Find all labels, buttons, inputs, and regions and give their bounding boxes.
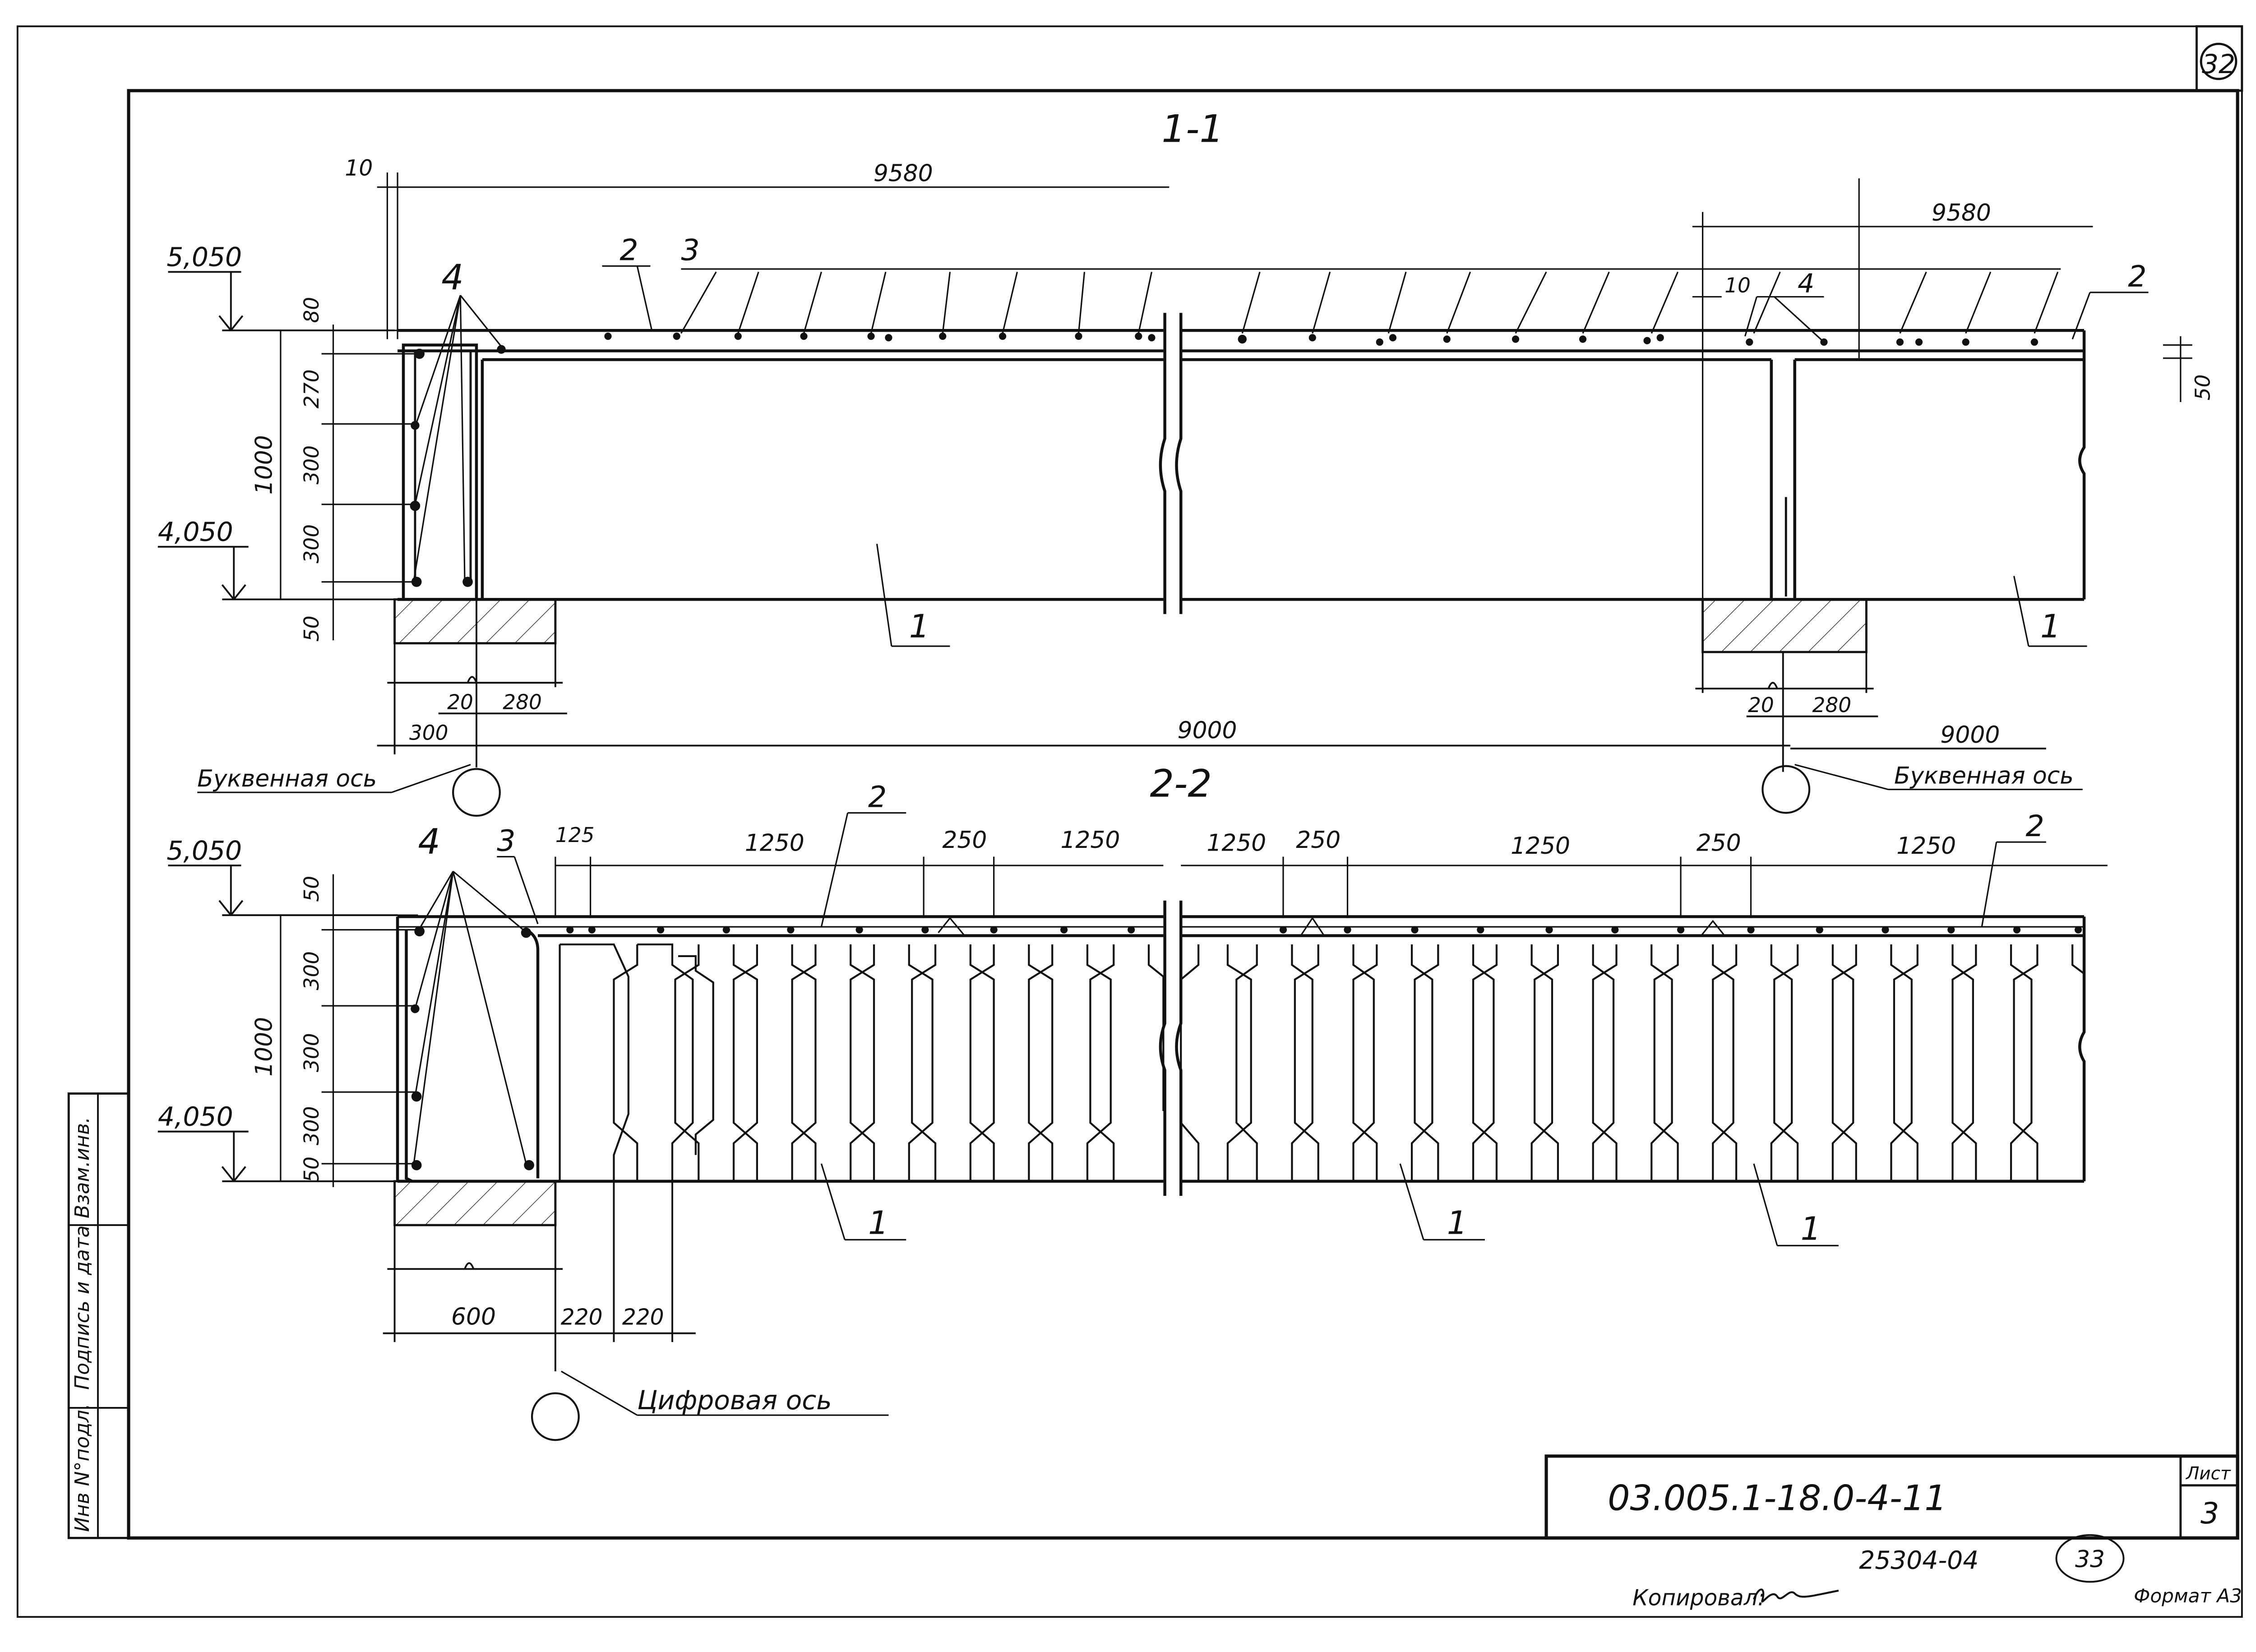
sheet-frame (16, 25, 2243, 1618)
level-4050: 4,050 (158, 517, 233, 547)
support-left (393, 598, 557, 644)
letter-axis-right-marker (1761, 765, 1811, 814)
callout-1-left: 1 (909, 608, 929, 645)
dim-250-a: 250 (942, 827, 987, 854)
digital-axis-label: Цифровая ось (637, 1385, 832, 1416)
section-2-2-title: 2-2 (1150, 762, 1212, 806)
callout-2-left-2: 2 (868, 780, 887, 814)
copied-by-label: Копировал: (1632, 1585, 1765, 1610)
callout-4-2: 4 (418, 822, 440, 862)
drawing-code: 03.005.1-18.0-4-11 (1608, 1478, 1947, 1519)
dim-9580-right: 9580 (1932, 199, 1991, 227)
dim-9580-left: 9580 (874, 160, 933, 187)
digital-axis-marker (531, 1392, 580, 1441)
dim-1250-e: 1250 (1896, 833, 1956, 860)
letter-axis-right-label: Буквенная ось (1894, 763, 2074, 790)
dim-1250-b: 1250 (1060, 827, 1120, 854)
sheet-format: Формат А3 (2134, 1585, 2242, 1607)
dim-220-b: 220 (622, 1305, 664, 1330)
rebar-dots-2-2 (411, 926, 2082, 1171)
dim-125: 125 (555, 823, 595, 847)
dim-300-b-2: 300 (300, 1033, 324, 1072)
dim-1250-a: 1250 (745, 830, 804, 857)
title-block (1544, 1454, 2239, 1540)
dim-9000-left: 9000 (1178, 717, 1237, 744)
dim-280-right: 280 (1812, 693, 1852, 717)
support-2-2 (393, 1180, 557, 1226)
inventory-circle-number: 33 (2075, 1546, 2105, 1573)
dim-250-c: 250 (1697, 830, 1741, 857)
callout-1-c: 1 (1801, 1210, 1821, 1247)
dim-300-a: 300 (300, 445, 324, 485)
callout-3: 3 (681, 234, 699, 268)
section-1-1: 1-1 10 9580 9580 10 5,050 4,050 (157, 106, 2215, 817)
callout-1-b: 1 (1447, 1204, 1467, 1241)
list-number: 3 (2201, 1497, 2219, 1531)
dim-10-right: 10 (1724, 273, 1751, 297)
dim-1250-d: 1250 (1511, 833, 1570, 860)
corner-number-circle (2200, 42, 2238, 80)
callout-4-right: 4 (1798, 268, 1814, 299)
dim-1250-c: 1250 (1207, 830, 1266, 857)
callout-3-2: 3 (497, 824, 515, 858)
dim-20-right: 20 (1748, 693, 1774, 717)
copier-signature (1753, 1588, 1839, 1603)
level-4050-2: 4,050 (158, 1101, 233, 1132)
dim-300-c-2: 300 (300, 1106, 324, 1145)
section-2-2: 2-2 5,050 4,050 1000 50 300 300 3 (157, 762, 2108, 1441)
dim-50-right: 50 (2191, 375, 2215, 401)
inventory-circle (2055, 1534, 2125, 1583)
dim-220-a: 220 (561, 1305, 603, 1330)
dim-1000: 1000 (250, 435, 277, 495)
dim-50: 50 (300, 615, 324, 642)
dim-80: 80 (300, 297, 324, 323)
dim-300-a-2: 300 (300, 951, 324, 990)
callout-2-left: 2 (619, 234, 638, 268)
dim-10-left: 10 (345, 156, 373, 181)
dim-1000-2: 1000 (250, 1017, 277, 1077)
callout-1-a: 1 (868, 1204, 888, 1241)
corner-number: 32 (2202, 49, 2235, 79)
dim-50-top-2: 50 (300, 876, 324, 902)
stamp-replace-inv: Взам.инв. (71, 1116, 94, 1218)
callout-4-left: 4 (441, 257, 463, 298)
list-label: Лист (2185, 1464, 2231, 1484)
support-right (1701, 598, 1868, 653)
level-5050-2: 5,050 (166, 835, 242, 866)
letter-axis-left-label: Буквенная ось (197, 765, 377, 792)
inventory-number: 25304-04 (1859, 1546, 1979, 1574)
dim-20-left: 20 (447, 690, 473, 714)
section-1-1-title: 1-1 (1161, 106, 1224, 151)
dim-300-b: 300 (300, 524, 324, 564)
callout-2-right-2: 2 (2025, 810, 2044, 843)
dim-280-left: 280 (503, 690, 542, 714)
dim-270: 270 (300, 370, 324, 409)
dim-9000-right: 9000 (1940, 722, 2000, 749)
dim-300-bottom: 300 (409, 721, 448, 745)
dim-250-b: 250 (1296, 827, 1341, 854)
dim-600: 600 (451, 1303, 496, 1330)
hollow-cores-2-2 (559, 943, 2085, 1181)
stamp-inv-no: Инв N°подл. (71, 1403, 94, 1532)
level-5050: 5,050 (166, 242, 242, 273)
callout-1-right: 1 (2040, 608, 2061, 645)
letter-axis-left-marker (452, 768, 501, 817)
callout-2-right: 2 (2128, 260, 2146, 294)
dim-50-bottom-2: 50 (300, 1157, 324, 1183)
stamp-signature-date: Подпись и дата (71, 1225, 94, 1390)
